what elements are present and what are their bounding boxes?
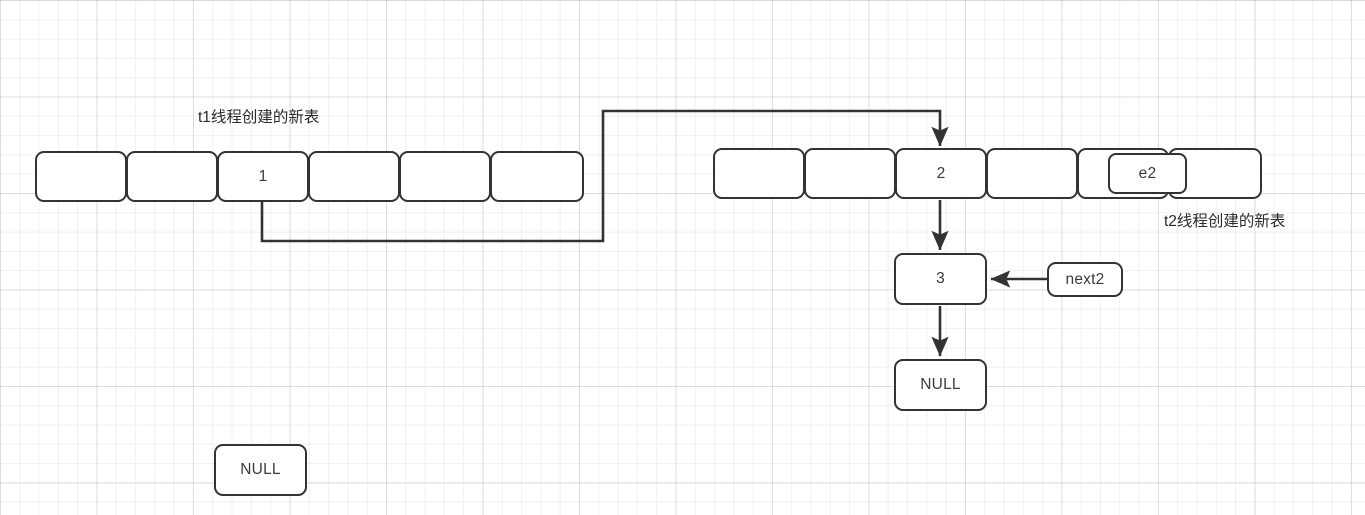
left-table-cell-5[interactable] [399, 151, 491, 202]
node-3[interactable]: 3 [894, 253, 987, 305]
left-table-cell-4[interactable] [308, 151, 400, 202]
e2-node[interactable]: e2 [1108, 153, 1187, 194]
left-table-cell-2[interactable] [126, 151, 218, 202]
t2-table-label: t2线程创建的新表 [1164, 213, 1286, 230]
right-table-cell-4[interactable] [986, 148, 1078, 199]
left-null-node[interactable]: NULL [214, 444, 307, 496]
left-table-cell-3[interactable]: 1 [217, 151, 309, 202]
left-table-cell-1[interactable] [35, 151, 127, 202]
right-table-cell-2[interactable] [804, 148, 896, 199]
right-table-cell-1[interactable] [713, 148, 805, 199]
next2-node[interactable]: next2 [1047, 262, 1123, 297]
right-table-cell-3[interactable]: 2 [895, 148, 987, 199]
node-null[interactable]: NULL [894, 359, 987, 411]
t1-table-label: t1线程创建的新表 [198, 109, 320, 126]
left-table-cell-6[interactable] [490, 151, 584, 202]
